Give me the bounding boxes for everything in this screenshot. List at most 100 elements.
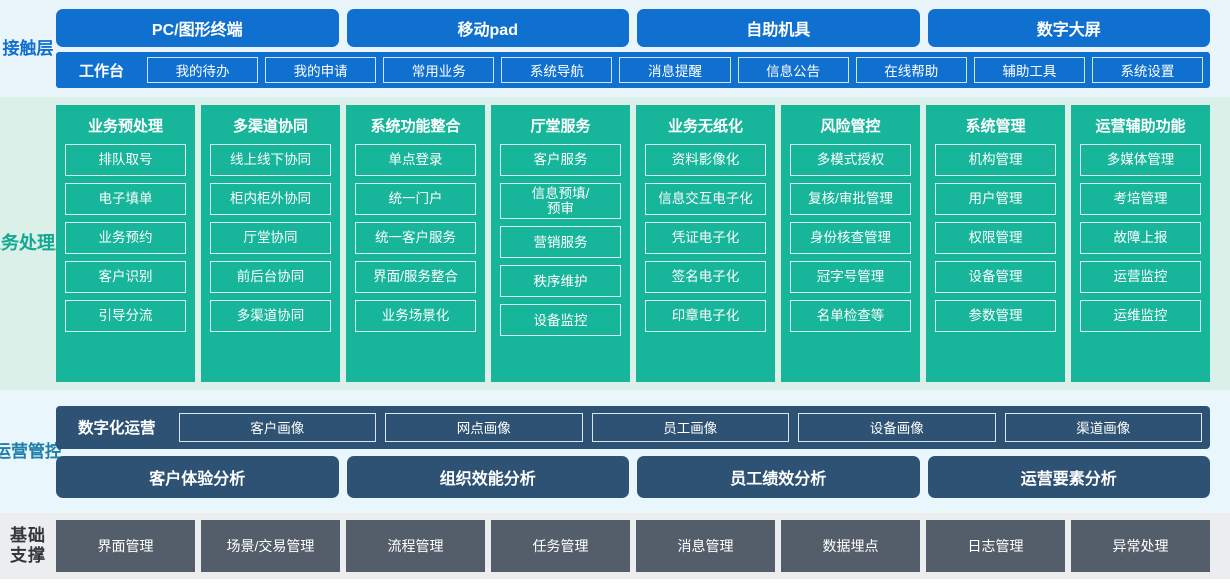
operations-layer-label: 运 营 管 控	[0, 397, 62, 506]
business-item[interactable]: 参数管理	[935, 300, 1056, 332]
business-column-hall-service: 厅堂服务 客户服务 信息预填/ 预审 营销服务 秩序维护 设备监控	[491, 105, 630, 382]
business-item[interactable]: 客户识别	[65, 261, 186, 293]
contact-layer: 接 触 层 PC/图形终端 移动pad 自助机具 数字大屏 工作台 我的待办 我…	[0, 0, 1230, 97]
analysis-row: 客户体验分析 组织效能分析 员工绩效分析 运营要素分析	[56, 455, 1210, 498]
operations-label-char-3: 管	[28, 441, 46, 461]
analysis-item-operation-factors[interactable]: 运营要素分析	[927, 455, 1210, 498]
analysis-item-customer-experience[interactable]: 客户体验分析	[56, 455, 339, 498]
business-item[interactable]: 设备管理	[935, 261, 1056, 293]
foundation-item-message-management[interactable]: 消息管理	[636, 520, 775, 572]
contact-layer-body: PC/图形终端 移动pad 自助机具 数字大屏 工作台 我的待办 我的申请 常用…	[56, 6, 1230, 91]
foundation-label-line-2: 支撑	[10, 546, 46, 565]
business-label-char-2: 务	[1, 233, 20, 254]
business-item[interactable]: 业务预约	[65, 222, 186, 254]
business-item[interactable]: 权限管理	[935, 222, 1056, 254]
foundation-item-log-management[interactable]: 日志管理	[926, 520, 1065, 572]
portrait-item-employee[interactable]: 员工画像	[591, 412, 790, 442]
business-item[interactable]: 设备监控	[500, 304, 621, 337]
business-item[interactable]: 运维监控	[1080, 300, 1201, 332]
workbench-item-announcement[interactable]: 信息公告	[737, 57, 849, 83]
workbench-item-system-settings[interactable]: 系统设置	[1091, 57, 1203, 83]
business-item[interactable]: 引导分流	[65, 300, 186, 332]
business-item[interactable]: 机构管理	[935, 144, 1056, 176]
business-item[interactable]: 故障上报	[1080, 222, 1201, 254]
business-item[interactable]: 界面/服务整合	[355, 261, 476, 293]
channel-button-self-service[interactable]: 自助机具	[637, 9, 920, 47]
business-item[interactable]: 统一客户服务	[355, 222, 476, 254]
channel-button-digital-screen[interactable]: 数字大屏	[927, 9, 1210, 47]
business-column-system-integration: 系统功能整合 单点登录 统一门户 统一客户服务 界面/服务整合 业务场景化	[346, 105, 485, 382]
business-column-risk-control: 风险管控 多模式授权 复核/审批管理 身份核查管理 冠字号管理 名单检查等	[781, 105, 920, 382]
business-item[interactable]: 签名电子化	[645, 261, 766, 293]
workbench-bar: 工作台 我的待办 我的申请 常用业务 系统导航 消息提醒 信息公告 在线帮助 辅…	[56, 52, 1210, 88]
channel-row: PC/图形终端 移动pad 自助机具 数字大屏	[56, 9, 1210, 47]
operations-label-char-2: 营	[11, 441, 29, 461]
business-item[interactable]: 考培管理	[1080, 183, 1201, 215]
business-item[interactable]: 多媒体管理	[1080, 144, 1201, 176]
business-label-char-1: 业	[0, 233, 1, 254]
business-item[interactable]: 前后台协同	[210, 261, 331, 293]
business-item[interactable]: 排队取号	[65, 144, 186, 176]
business-item[interactable]: 运营监控	[1080, 261, 1201, 293]
portrait-item-channel[interactable]: 渠道画像	[1004, 412, 1203, 442]
channel-button-mobile-pad[interactable]: 移动pad	[346, 9, 629, 47]
foundation-item-process-management[interactable]: 流程管理	[346, 520, 485, 572]
business-item[interactable]: 名单检查等	[790, 300, 911, 332]
digital-operation-title: 数字化运营	[78, 420, 156, 437]
portrait-item-branch[interactable]: 网点画像	[385, 412, 583, 442]
business-item[interactable]: 复核/审批管理	[790, 183, 911, 215]
business-layer-body: 业务预处理 排队取号 电子填单 业务预约 客户识别 引导分流 多渠道协同 线上线…	[56, 105, 1230, 382]
business-item[interactable]: 客户服务	[500, 144, 621, 176]
foundation-item-exception-handling[interactable]: 异常处理	[1071, 520, 1210, 572]
business-column-title: 多渠道协同	[232, 117, 308, 135]
foundation-item-ui-management[interactable]: 界面管理	[56, 520, 195, 572]
business-item[interactable]: 秩序维护	[500, 265, 621, 298]
business-item[interactable]: 电子填单	[65, 183, 186, 215]
business-column-title: 系统管理	[965, 117, 1026, 135]
workbench-item-my-application[interactable]: 我的申请	[265, 57, 377, 83]
foundation-item-scenario-transaction-management[interactable]: 场景/交易管理	[201, 520, 340, 572]
business-item[interactable]: 柜内柜外协同	[210, 183, 331, 215]
workbench-title: 工作台	[79, 62, 125, 80]
contact-label-char-2: 触	[19, 38, 38, 58]
workbench-item-message-reminder[interactable]: 消息提醒	[619, 57, 731, 83]
business-item[interactable]: 印章电子化	[645, 300, 766, 332]
business-item[interactable]: 多渠道协同	[210, 300, 331, 332]
business-item[interactable]: 厅堂协同	[210, 222, 331, 254]
portrait-item-customer[interactable]: 客户画像	[178, 412, 377, 442]
business-item[interactable]: 营销服务	[500, 226, 621, 259]
workbench-item-my-todo[interactable]: 我的待办	[147, 57, 259, 83]
analysis-item-organization-efficiency[interactable]: 组织效能分析	[346, 455, 629, 498]
business-item[interactable]: 凭证电子化	[645, 222, 766, 254]
business-item[interactable]: 统一门户	[355, 183, 476, 215]
business-item[interactable]: 身份核查管理	[790, 222, 911, 254]
workbench-item-common-business[interactable]: 常用业务	[383, 57, 495, 83]
workbench-item-system-navigation[interactable]: 系统导航	[501, 57, 613, 83]
business-item[interactable]: 单点登录	[355, 144, 476, 176]
foundation-layer-label: 基础 支撑	[0, 520, 56, 572]
foundation-item-task-management[interactable]: 任务管理	[491, 520, 630, 572]
channel-button-pc[interactable]: PC/图形终端	[56, 9, 339, 47]
business-column-title: 厅堂服务	[530, 117, 591, 135]
business-item[interactable]: 冠字号管理	[790, 261, 911, 293]
business-column-title: 业务预处理	[87, 117, 163, 135]
business-item[interactable]: 业务场景化	[355, 300, 476, 332]
workbench-item-online-help[interactable]: 在线帮助	[855, 57, 967, 83]
business-label-char-3: 处	[19, 233, 38, 254]
business-column-system-management: 系统管理 机构管理 用户管理 权限管理 设备管理 参数管理	[926, 105, 1065, 382]
foundation-layer: 基础 支撑 界面管理 场景/交易管理 流程管理 任务管理 消息管理 数据埋点 日…	[0, 513, 1230, 579]
foundation-row: 界面管理 场景/交易管理 流程管理 任务管理 消息管理 数据埋点 日志管理 异常…	[56, 520, 1230, 572]
business-item[interactable]: 信息预填/ 预审	[500, 183, 621, 220]
analysis-item-employee-performance[interactable]: 员工绩效分析	[637, 455, 920, 498]
foundation-item-data-tracking[interactable]: 数据埋点	[781, 520, 920, 572]
business-column-title: 业务无纸化	[667, 117, 743, 135]
business-item[interactable]: 信息交互电子化	[645, 183, 766, 215]
workbench-item-auxiliary-tools[interactable]: 辅助工具	[973, 57, 1085, 83]
business-item[interactable]: 多模式授权	[790, 144, 911, 176]
business-item[interactable]: 用户管理	[935, 183, 1056, 215]
business-item[interactable]: 资料影像化	[645, 144, 766, 176]
contact-label-char-3: 层	[36, 38, 55, 58]
business-item[interactable]: 线上线下协同	[210, 144, 331, 176]
portrait-item-device[interactable]: 设备画像	[798, 412, 996, 442]
